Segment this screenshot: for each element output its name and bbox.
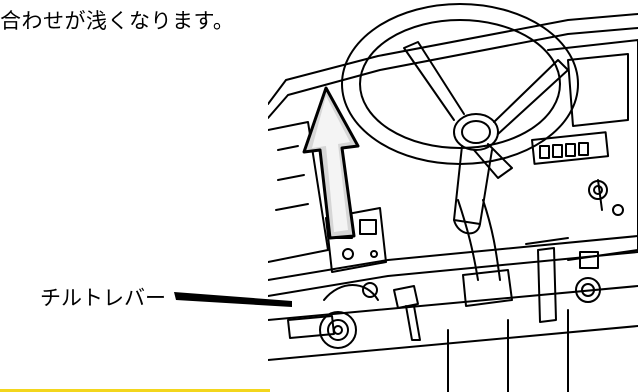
up-arrow-icon: [302, 86, 360, 240]
instruction-caption: 合わせが浅くなります。: [0, 9, 235, 33]
tilt-lever-label: チルトレバー: [40, 286, 166, 310]
yellow-footer-band: [0, 389, 270, 392]
operator-console-illustration: [268, 3, 638, 392]
